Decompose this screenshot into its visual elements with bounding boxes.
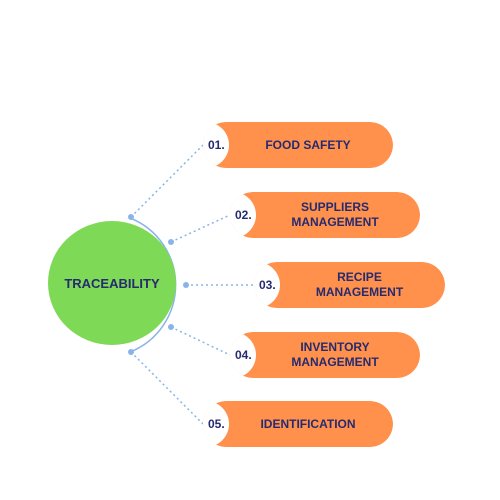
- step-identification: 05. IDENTIFICATION: [203, 401, 393, 447]
- step-label: RECIPE MANAGEMENT: [315, 270, 404, 299]
- step-number: 02.: [235, 208, 252, 222]
- step-label: IDENTIFICATION: [260, 416, 356, 431]
- connector-dot-2: [168, 239, 174, 245]
- connector-dot-3: [183, 282, 189, 288]
- traceability-hub: TRACEABILITY: [48, 221, 176, 345]
- step-pill-bg: [254, 262, 445, 308]
- step-number: 05.: [208, 417, 225, 431]
- step-pill-bg: [203, 401, 393, 447]
- step-number: 03.: [259, 278, 276, 292]
- connector-line-5: [130, 351, 204, 425]
- connector-line-1: [130, 144, 204, 218]
- step-suppliers-management: 02. SUPPLIERS MANAGEMENT: [230, 192, 420, 238]
- step-pill-bg: [203, 122, 393, 168]
- connector-line-2: [170, 214, 231, 243]
- step-pill-bg: [230, 332, 420, 378]
- step-label: INVENTORY MANAGEMENT: [291, 340, 379, 369]
- step-pill-bg: [230, 192, 420, 238]
- step-number: 04.: [235, 348, 252, 362]
- connector-line-4: [170, 326, 231, 356]
- step-number: 01.: [208, 138, 225, 152]
- connector-dot-1: [128, 214, 134, 220]
- hub-label: TRACEABILITY: [64, 275, 160, 291]
- step-label: FOOD SAFETY: [265, 137, 351, 152]
- connector-dot-4: [168, 324, 174, 330]
- connector-dot-5: [128, 349, 134, 355]
- step-label: SUPPLIERS MANAGEMENT: [291, 200, 379, 229]
- step-food-safety: 01. FOOD SAFETY: [203, 122, 393, 168]
- step-recipe-management: 03. RECIPE MANAGEMENT: [254, 262, 445, 308]
- step-inventory-management: 04. INVENTORY MANAGEMENT: [230, 332, 420, 378]
